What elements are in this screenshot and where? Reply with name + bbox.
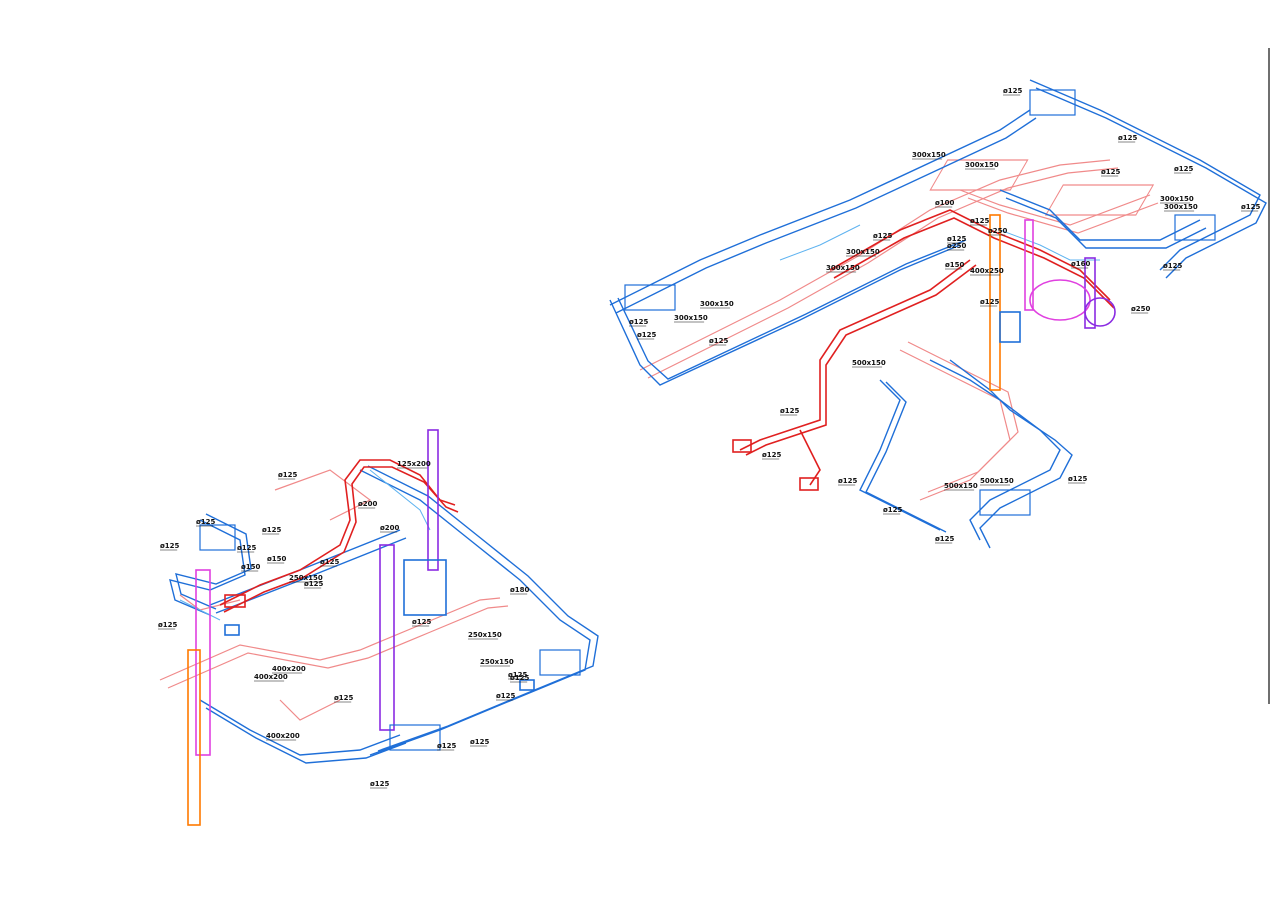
dimension-label: ø125	[370, 780, 390, 788]
dimension-label: ø125	[838, 477, 858, 485]
dimension-label: ø125	[412, 618, 432, 626]
dimension-label: ø125	[508, 671, 528, 679]
dimension-label: ø125	[780, 407, 800, 415]
dimension-label: 300x150	[1160, 195, 1194, 203]
dimension-label: ø250	[1131, 305, 1151, 313]
dimension-label: ø125	[947, 235, 967, 243]
dimension-label: ø200	[358, 500, 378, 508]
supply-ducts-right	[609, 79, 1267, 549]
dimension-label: ø125	[278, 471, 298, 479]
dimension-label: 400x250	[970, 267, 1004, 275]
duct-network	[159, 79, 1267, 826]
dimension-label: ø125	[935, 535, 955, 543]
dimension-label: ø100	[935, 199, 955, 207]
dimension-label: ø125	[470, 738, 490, 746]
dimension-label: 300x150	[1164, 203, 1198, 211]
dimension-label: 250x150	[289, 574, 323, 582]
exhaust-ducts-right-light	[639, 159, 1159, 501]
dimension-label: ø200	[380, 524, 400, 532]
supply-ducts-right-light	[779, 224, 1100, 261]
dimension-label: 400x200	[272, 665, 306, 673]
dimension-label: ø125	[629, 318, 649, 326]
exhaust-ducts-left	[219, 459, 459, 613]
dimension-label: 125x200	[397, 460, 431, 468]
dimension-label: 400x200	[254, 673, 288, 681]
dimension-label: ø125	[637, 331, 657, 339]
dimension-label: ø150	[241, 563, 261, 571]
dimension-label: 250x150	[480, 658, 514, 666]
risers-left	[187, 429, 535, 826]
dimension-label: ø125	[1163, 262, 1183, 270]
dimension-label: ø125	[196, 518, 216, 526]
dimension-label: ø125	[1174, 165, 1194, 173]
dimension-label: ø125	[334, 694, 354, 702]
supply-ducts-left-light	[179, 469, 431, 621]
dimension-label: ø125	[304, 580, 324, 588]
dimension-label: ø125	[320, 558, 340, 566]
dimension-label: ø180	[510, 586, 530, 594]
dimension-label: ø250	[988, 227, 1008, 235]
dimension-label: 250x150	[468, 631, 502, 639]
dimension-label: ø150	[945, 261, 965, 269]
exhaust-ducts-left-light	[159, 469, 509, 721]
diffuser-clusters	[199, 89, 1216, 751]
dimension-label: ø160	[1071, 260, 1091, 268]
grille-box	[732, 439, 752, 453]
dimension-label: ø125	[1118, 134, 1138, 142]
dimension-label: ø125	[709, 337, 729, 345]
grille-box	[799, 477, 819, 491]
dimension-label: ø125	[160, 542, 180, 550]
supply-ducts-left	[169, 465, 599, 764]
dimension-label: ø125	[262, 526, 282, 534]
dimension-label: ø125	[237, 544, 257, 552]
dimension-label: 300x150	[912, 151, 946, 159]
dimension-label: ø125	[1241, 203, 1261, 211]
dimension-label: 300x150	[965, 161, 999, 169]
dimension-label: 300x150	[700, 300, 734, 308]
dimension-label: ø125	[762, 451, 782, 459]
dimension-label: ø125	[883, 506, 903, 514]
dimension-label: ø125	[496, 692, 516, 700]
dimension-label: 500x150	[944, 482, 978, 490]
grille-box	[224, 594, 246, 608]
dimension-label: ø125	[510, 674, 530, 682]
dimension-label: 500x150	[980, 477, 1014, 485]
dimension-label: ø250	[947, 242, 967, 250]
dimension-label: 400x200	[266, 732, 300, 740]
dimension-label: ø150	[267, 555, 287, 563]
dimension-label: 500x150	[852, 359, 886, 367]
exhaust-ducts-right	[732, 209, 1115, 491]
dimension-label: 300x150	[826, 264, 860, 272]
dimension-label: ø125	[1068, 475, 1088, 483]
dimension-label: ø125	[158, 621, 178, 629]
dimension-label: 300x150	[674, 314, 708, 322]
dimension-label: ø125	[970, 217, 990, 225]
dimension-label: ø125	[873, 232, 893, 240]
risers-right	[989, 214, 1116, 391]
dimension-label: 300x150	[846, 248, 880, 256]
dimension-label: ø125	[980, 298, 1000, 306]
dimension-label: ø125	[1003, 87, 1023, 95]
dimension-label: ø125	[1101, 168, 1121, 176]
vertical-scrollbar[interactable]	[1268, 48, 1270, 704]
dimension-label: ø125	[437, 742, 457, 750]
